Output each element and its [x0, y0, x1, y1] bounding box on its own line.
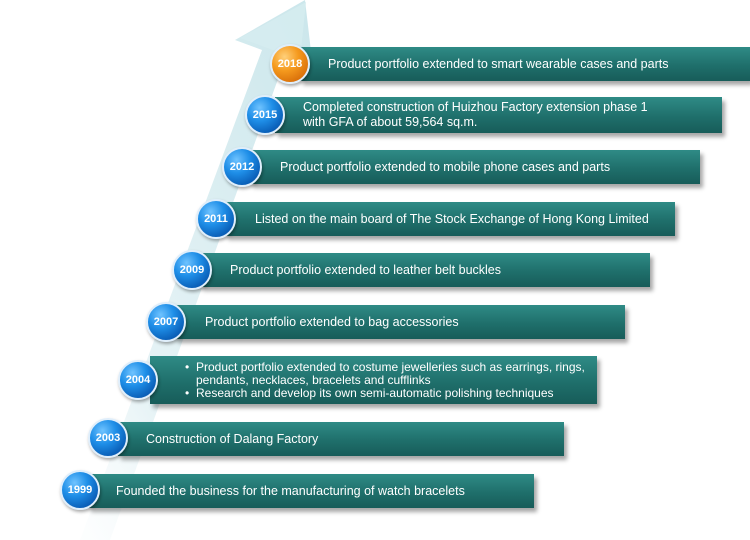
year-label: 1999 [67, 484, 93, 496]
year-badge-2003: 2003 [88, 418, 128, 458]
milestone-bar-2009: Product portfolio extended to leather be… [200, 253, 650, 287]
year-badge-2011: 2011 [196, 199, 236, 239]
year-label: 2012 [229, 161, 255, 173]
arrow-shape [20, 0, 312, 540]
milestone-text: Founded the business for the manufacturi… [116, 483, 465, 498]
milestone-bar-2007: Product portfolio extended to bag access… [175, 305, 625, 339]
milestone-bar-2011: Listed on the main board of The Stock Ex… [225, 202, 675, 236]
year-label: 2009 [179, 264, 205, 276]
milestone-bullet: Research and develop its own semi-automa… [185, 386, 589, 400]
milestone-line: with GFA of about 59,564 sq.m. [303, 115, 478, 129]
year-label: 2007 [153, 316, 179, 328]
year-badge-2015: 2015 [245, 95, 285, 135]
year-label: 2011 [204, 213, 228, 225]
year-label: 2015 [252, 109, 278, 121]
year-badge-2007: 2007 [146, 302, 186, 342]
milestone-bar-2015: Completed construction of Huizhou Factor… [275, 97, 722, 133]
milestone-text: Product portfolio extended to smart wear… [328, 56, 669, 71]
milestone-text: Construction of Dalang Factory [146, 431, 319, 446]
milestone-bar-2012: Product portfolio extended to mobile pho… [250, 150, 700, 184]
year-label: 2004 [125, 374, 151, 386]
year-label: 2018 [277, 58, 303, 70]
milestone-bar-2003: Construction of Dalang Factory [118, 422, 564, 456]
year-badge-2012: 2012 [222, 147, 262, 187]
milestone-text: Listed on the main board of The Stock Ex… [255, 211, 649, 226]
milestone-bar-2018: Product portfolio extended to smart wear… [300, 47, 750, 81]
milestone-text: Product portfolio extended to leather be… [230, 262, 502, 277]
milestone-text: Completed construction of Huizhou Factor… [303, 100, 648, 130]
year-badge-2009: 2009 [172, 250, 212, 290]
year-badge-2004: 2004 [118, 360, 158, 400]
milestone-text: Product portfolio extended to bag access… [205, 314, 459, 329]
milestone-line: Completed construction of Huizhou Factor… [303, 100, 648, 114]
milestone-bullet: Product portfolio extended to costume je… [185, 360, 589, 387]
milestone-bar-1999: Founded the business for the manufacturi… [88, 474, 534, 508]
year-badge-1999: 1999 [60, 470, 100, 510]
milestone-bar-2004: Product portfolio extended to costume je… [150, 356, 597, 404]
milestone-bullet-list: Product portfolio extended to costume je… [182, 360, 589, 400]
year-label: 2003 [95, 432, 121, 444]
milestone-text: Product portfolio extended to mobile pho… [280, 159, 611, 174]
year-badge-2018: 2018 [270, 44, 310, 84]
